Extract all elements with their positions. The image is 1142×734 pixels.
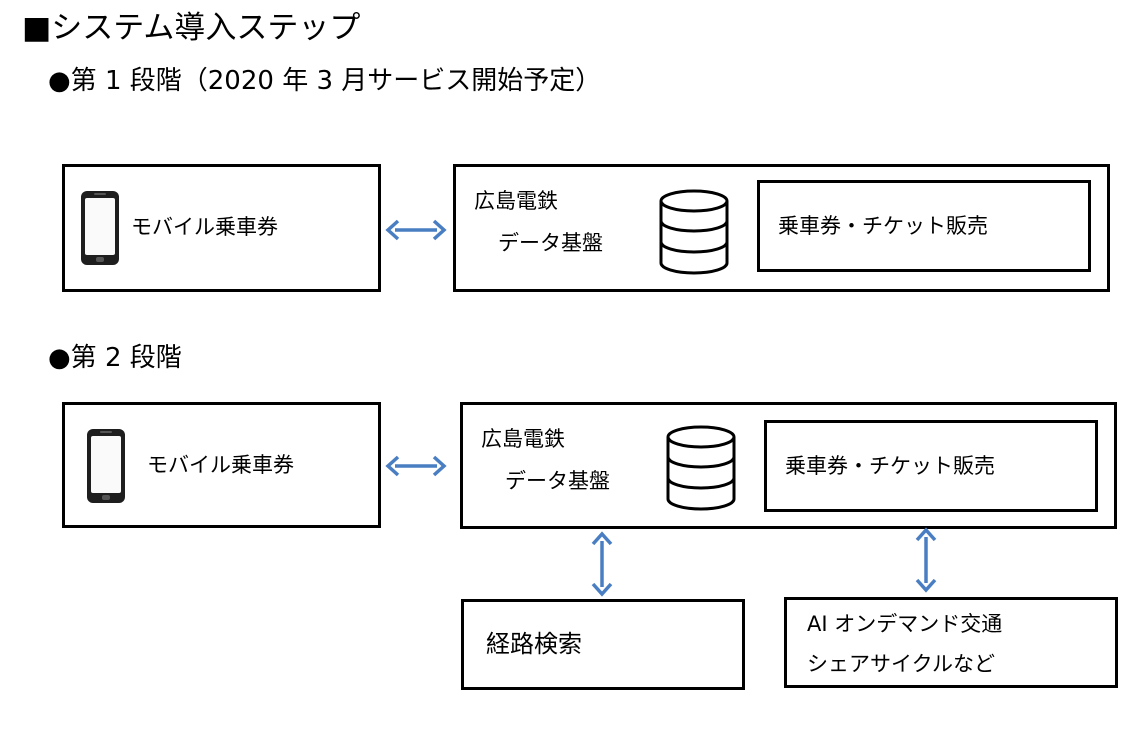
- page-title: ■システム導入ステップ: [22, 10, 361, 46]
- stage-2-platform-box: 広島電鉄 データ基盤 乗車券・チケット販売: [460, 402, 1117, 529]
- platform-name-label: 広島電鉄: [474, 189, 558, 213]
- stage-2-sales-box: 乗車券・チケット販売: [764, 420, 1098, 512]
- double-arrow-icon: [385, 219, 447, 241]
- route-search-box: 経路検索: [461, 599, 745, 690]
- ai-transport-box: AI オンデマンド交通 シェアサイクルなど: [784, 597, 1118, 688]
- database-icon: [659, 189, 729, 275]
- platform-sub-label: データ基盤: [505, 469, 610, 493]
- sales-label: 乗車券・チケット販売: [785, 454, 995, 478]
- stage-2-mobile-box: モバイル乗車券: [62, 402, 381, 528]
- mobile-ticket-label: モバイル乗車券: [147, 453, 294, 477]
- double-arrow-icon: [385, 455, 447, 477]
- share-cycle-label: シェアサイクルなど: [807, 652, 995, 676]
- ai-transport-label: AI オンデマンド交通: [807, 612, 1003, 636]
- stage-1-mobile-box: モバイル乗車券: [62, 164, 381, 292]
- platform-sub-label: データ基盤: [498, 231, 603, 255]
- double-arrow-icon: [915, 527, 937, 593]
- database-icon: [666, 425, 736, 511]
- stage-1-platform-box: 広島電鉄 データ基盤 乗車券・チケット販売: [453, 164, 1110, 292]
- platform-name-label: 広島電鉄: [481, 427, 565, 451]
- double-arrow-icon: [591, 531, 613, 597]
- route-search-label: 経路検索: [486, 630, 582, 658]
- stage-1-label: ●第 1 段階（2020 年 3 月サービス開始予定）: [48, 66, 602, 96]
- sales-label: 乗車券・チケット販売: [778, 214, 988, 238]
- mobile-ticket-label: モバイル乗車券: [131, 215, 278, 239]
- stage-1-sales-box: 乗車券・チケット販売: [757, 180, 1091, 272]
- smartphone-icon: [87, 429, 125, 503]
- smartphone-icon: [81, 191, 119, 265]
- stage-2-label: ●第 2 段階: [48, 343, 182, 373]
